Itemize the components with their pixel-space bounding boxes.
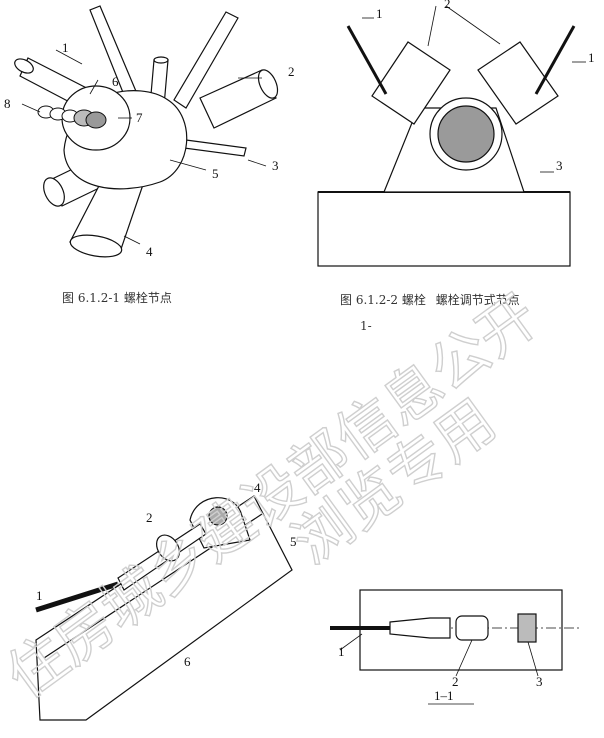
callout-r2: 2 bbox=[444, 0, 451, 11]
figure-ball-joint bbox=[14, 5, 279, 258]
tube-1-end bbox=[14, 58, 34, 74]
callout-r1: 1 bbox=[376, 6, 383, 21]
tube-lower-left-end bbox=[43, 177, 65, 207]
callout-r1b: 1 bbox=[588, 50, 595, 65]
sleeve-2 bbox=[455, 615, 489, 641]
callout-br1: 1 bbox=[338, 644, 345, 659]
cone bbox=[389, 617, 451, 639]
section-label: 1–1 bbox=[434, 688, 454, 703]
pipe-inner bbox=[437, 105, 495, 163]
callout-l3: 3 bbox=[272, 158, 279, 173]
callout-bl4: 4 bbox=[254, 480, 261, 495]
sub-fragment: 1- bbox=[360, 319, 372, 333]
callout-l4: 4 bbox=[146, 244, 153, 259]
leaders-right bbox=[362, 5, 586, 173]
callout-l2: 2 bbox=[288, 64, 295, 79]
tube-2-end bbox=[257, 69, 279, 99]
figure-cable-anchor bbox=[35, 495, 293, 721]
figure-section-1-1 bbox=[330, 589, 580, 671]
callout-br2: 2 bbox=[452, 674, 459, 689]
tube-2 bbox=[199, 69, 277, 129]
callout-l1: 1 bbox=[62, 40, 69, 55]
figure-bolt-adjustable-joint bbox=[317, 25, 576, 267]
clamp-right bbox=[477, 41, 559, 125]
clamp-left bbox=[371, 41, 451, 125]
pin bbox=[208, 506, 228, 526]
callout-bl6: 6 bbox=[184, 654, 191, 669]
leaders-left bbox=[21, 49, 267, 245]
tube-3 bbox=[183, 139, 247, 157]
callout-l7: 7 bbox=[136, 110, 143, 125]
bolt-8 bbox=[37, 105, 107, 129]
base-plate bbox=[317, 191, 571, 267]
nut-3 bbox=[517, 613, 537, 643]
callout-br3: 3 bbox=[536, 674, 543, 689]
post-top bbox=[153, 56, 169, 64]
callout-bl2: 2 bbox=[146, 510, 153, 525]
callout-l6: 6 bbox=[112, 74, 119, 89]
callout-bl1: 1 bbox=[36, 588, 43, 603]
caption-left-fragment: 图 6.1.2-1 螺栓节点 bbox=[62, 290, 172, 305]
callout-l5: 5 bbox=[212, 166, 219, 181]
tube-4-end bbox=[69, 234, 123, 258]
caption-right: 图 6.1.2-2 螺栓 螺栓调节式节点 bbox=[340, 292, 520, 307]
leaders-br bbox=[339, 633, 539, 705]
tube-top-right bbox=[173, 11, 239, 109]
callout-l8: 8 bbox=[4, 96, 11, 111]
callout-bl5: 5 bbox=[290, 534, 297, 549]
callout-r3: 3 bbox=[556, 158, 563, 173]
